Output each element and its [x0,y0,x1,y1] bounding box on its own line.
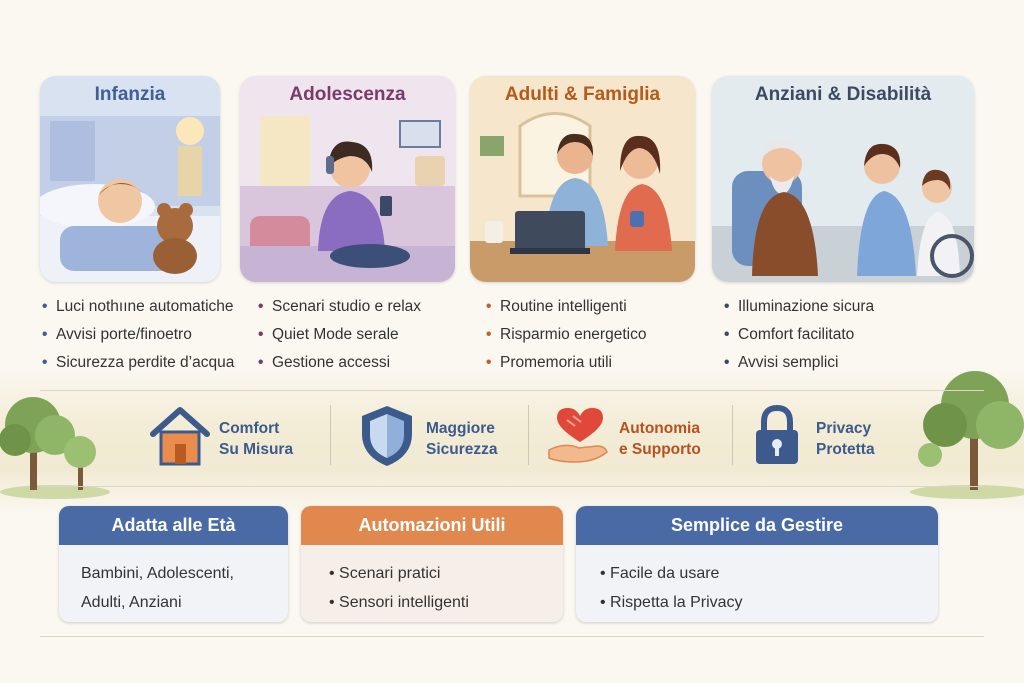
separator-footer [40,636,984,637]
panel-title: Anziani & Disabilità [754,84,932,105]
summary-box-automazioni: Automazioni Utili • Scenari pratici • Se… [301,506,563,622]
tree-right-illustration [910,371,1024,499]
list-item-text: Gestione accessi [272,354,391,371]
divider [528,405,529,465]
summary-box-title: Automazioni Utili [301,506,563,545]
panel-infanzia: Infanzia [40,76,220,282]
feature-label-line1: Autonomia [619,420,700,437]
list-item-text: Avvisi semplici [738,354,839,371]
summary-line: • Rispetta la Privacy [600,594,743,611]
summary-box-eta: Adatta alle Età Bambini, Adolescenti, Ad… [59,506,288,622]
feature-label-line2: e Supporto [619,441,701,458]
list-anziani-disabilita: •Illuminazione sicura •Comfort facilitat… [724,295,874,379]
separator-bottom [40,486,984,487]
list-item-text: Risparmio energetico [500,326,647,343]
list-item: •Promemoria utili [486,354,612,371]
feature-comfort: Comfort Su Misura [145,400,315,470]
divider [732,405,733,465]
summary-box-title: Adatta alle Età [59,506,288,545]
house-icon [150,407,210,466]
list-item: •Quiet Mode serale [258,326,399,343]
panel-title: Infanzia [94,84,166,105]
list-item-text: Scenari studio e relax [272,298,422,315]
feature-label-line2: Sicurezza [426,441,498,458]
child-sleeping-illustration [40,76,220,282]
list-item-text: Comfort facilitato [738,326,855,343]
list-infanzia: •Luci nothııne automatiche •Avvisi porte… [42,295,234,379]
shield-icon [362,406,412,466]
heart-hand-icon [548,408,608,463]
feature-autonomia: Autonomia e Supporto [545,400,725,470]
summary-box-title: Semplice da Gestire [576,506,938,545]
teen-with-phone-illustration [240,76,455,282]
list-item-text: Illuminazione sicura [738,298,875,315]
elderly-caregiver-illustration [712,76,974,282]
feature-label-line2: Su Misura [219,441,294,458]
list-item: •Routine intelligenti [486,298,627,315]
panel-anziani-disabilita: Anziani & Disabilità [712,76,974,282]
summary-line: Bambini, Adolescenti, [81,565,234,582]
summary-line: • Sensori intelligenti [329,594,469,611]
panel-title: Adolescenza [289,84,406,105]
list-item: •Illuminazione sicura [724,298,875,315]
list-item: •Avvisi porte/finoetro [42,326,192,343]
summary-box-gestione: Semplice da Gestire • Facile da usare • … [576,506,938,622]
list-item-text: Quiet Mode serale [272,326,399,343]
feature-label-line1: Privacy [816,420,872,437]
list-item: •Sicurezza perdite d’acqua [42,354,235,371]
feature-label-line2: Protetta [816,441,875,458]
list-item: •Gestione accessi [258,354,391,371]
summary-line: • Facile da usare [600,565,720,582]
feature-label-line1: Maggiore [426,420,495,437]
list-adolescenza: •Scenari studio e relax •Quiet Mode sera… [258,295,421,379]
feature-sicurezza: Maggiore Sicurezza [352,400,522,470]
list-item: •Risparmio energetico [486,326,647,343]
summary-line: • Scenari pratici [329,565,441,582]
list-adulti-famiglia: •Routine intelligenti •Risparmio energet… [486,295,646,379]
family-laptop-illustration [470,76,695,282]
panel-adulti-famiglia: Adulti & Famiglia [470,76,695,282]
summary-line: Adulti, Anziani [81,594,182,611]
panel-title: Adulti & Famiglia [504,84,661,105]
list-item: •Avvisi semplici [724,354,839,371]
list-item: •Luci nothııne automatiche [42,298,234,315]
separator-top [40,390,984,391]
list-item-text: Promemoria utili [500,354,612,371]
list-item: •Scenari studio e relax [258,298,422,315]
list-item-text: Avvisi porte/finoetro [56,326,192,343]
tree-left-illustration [0,397,110,499]
list-item: •Comfort facilitato [724,326,855,343]
divider [330,405,331,465]
panel-adolescenza: Adolescenza [240,76,455,282]
list-item-text: Sicurezza perdite d’acqua [56,354,235,371]
feature-label-line1: Comfort [219,420,280,437]
lock-icon [756,404,798,464]
list-item-text: Routine intelligenti [500,298,627,315]
list-item-text: Luci nothııne automatiche [56,298,234,315]
feature-privacy: Privacy Protetta [742,400,912,470]
